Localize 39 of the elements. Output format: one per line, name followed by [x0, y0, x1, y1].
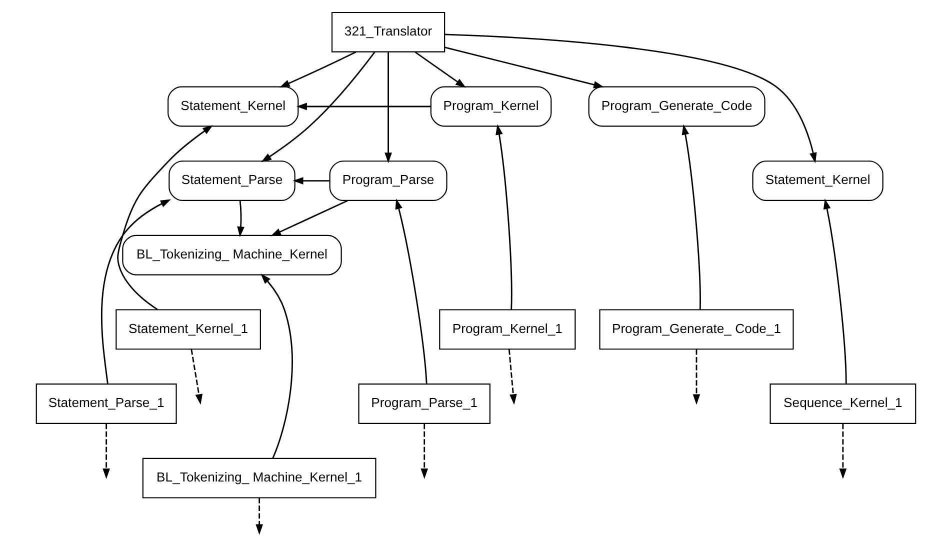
- arrow: [681, 124, 700, 310]
- arrow: [495, 124, 512, 310]
- arrow: [394, 198, 427, 384]
- arrow: [260, 274, 292, 459]
- arrow: [116, 125, 213, 310]
- arrow: [260, 52, 375, 162]
- arrow: [838, 424, 846, 480]
- node-box: Program_Kernel_1: [438, 309, 576, 350]
- arrow: [102, 424, 110, 480]
- node-box: BL_Tokenizing_ Machine_Kernel_1: [142, 458, 376, 498]
- arrow: [190, 349, 202, 405]
- arrow: [270, 200, 348, 236]
- arrow: [822, 198, 846, 384]
- node-box: Statement_Parse_1: [35, 384, 176, 424]
- node-box: Program_Kernel: [430, 86, 552, 127]
- arrow: [692, 349, 700, 405]
- arrow: [414, 52, 466, 88]
- arrow: [508, 349, 516, 405]
- node-box: Program_Generate_Code: [588, 86, 765, 127]
- node-box: BL_Tokenizing_ Machine_Kernel: [122, 234, 342, 276]
- node-box: Statement_Kernel_1: [115, 309, 260, 350]
- node-box: Program_Generate_ Code_1: [598, 309, 794, 350]
- node-box: Program_Parse_1: [358, 384, 490, 424]
- arrow: [292, 177, 330, 184]
- arrow: [278, 51, 356, 88]
- node-box: Statement_Parse: [168, 160, 295, 202]
- arrow: [420, 424, 428, 480]
- node-box: Statement_Kernel: [167, 86, 298, 127]
- arrow: [296, 102, 430, 110]
- node-box: 321_Translator: [330, 12, 445, 52]
- node-box: Statement_Kernel: [752, 160, 883, 202]
- arrow: [236, 200, 244, 238]
- arrow: [444, 34, 816, 164]
- node-box: Program_Parse: [328, 160, 447, 202]
- arrow: [384, 52, 392, 164]
- arrow: [255, 498, 262, 535]
- node-box: Sequence_Kernel_1: [769, 384, 916, 424]
- arrow: [444, 46, 604, 88]
- arrow: [100, 199, 171, 384]
